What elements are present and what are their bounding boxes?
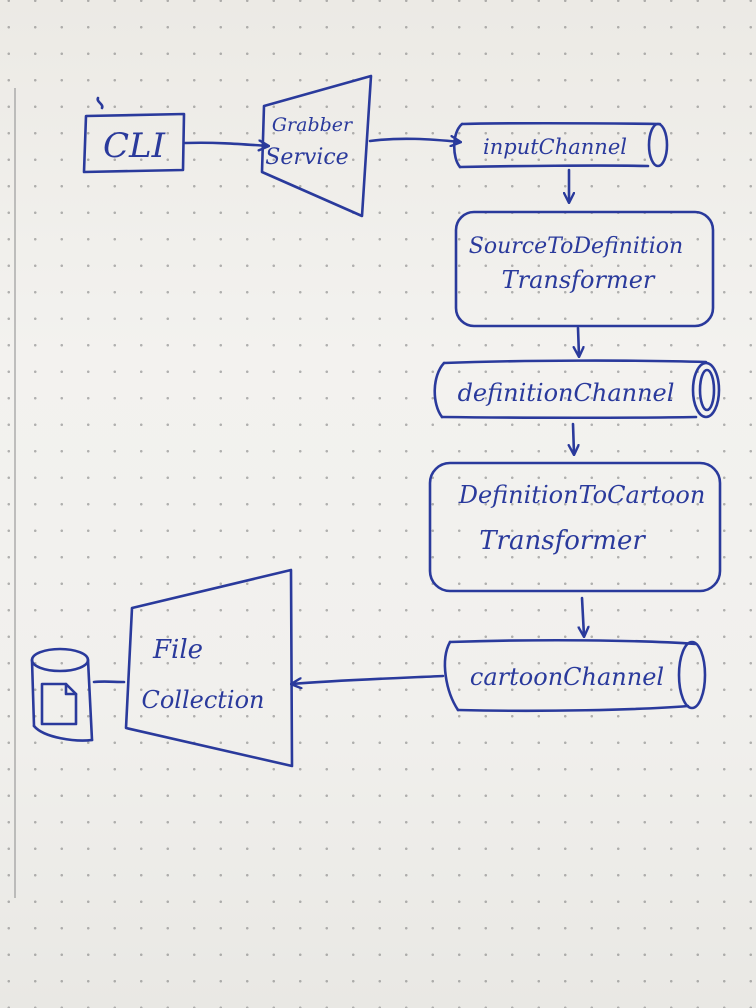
arrow-grabber-to-input-channel: [368, 139, 460, 142]
definition-channel-label: definitionChannel: [458, 379, 675, 407]
cli-label: CLI: [103, 126, 166, 166]
source-to-definition-transformer-node: SourceToDefinition Transformer: [454, 210, 715, 328]
definition-to-cartoon-transformer-node: DefinitionToCartoon Transformer: [428, 461, 722, 593]
definition-channel-node: definitionChannel: [433, 359, 721, 420]
file-collection-line1: File: [152, 635, 203, 665]
margin-line: [14, 88, 16, 898]
arrow-source-transformer-to-definition-channel: [578, 326, 579, 356]
input-channel-label: inputChannel: [483, 135, 627, 159]
file-collection-node: File Collection: [124, 568, 294, 768]
cartoon-channel-node: cartoonChannel: [443, 638, 707, 713]
file-collection-line2: Collection: [141, 686, 264, 714]
cli-node: CLI: [82, 96, 186, 174]
cartoon-channel-label: cartoonChannel: [470, 663, 664, 691]
grabber-service-line1: Grabber: [272, 114, 354, 136]
source-to-definition-line2: Transformer: [502, 266, 656, 294]
definition-to-cartoon-line1: DefinitionToCartoon: [458, 481, 706, 509]
arrow-cli-to-grabber: [183, 143, 268, 146]
grabber-service-line2: Service: [265, 145, 348, 170]
arrow-cartoon-transformer-to-cartoon-channel: [582, 596, 584, 636]
file-icon: [40, 682, 78, 726]
database-icon: [30, 647, 94, 742]
grabber-service-node: Grabber Service: [260, 74, 373, 218]
arrow-cartoon-channel-to-file-collection: [292, 674, 445, 684]
source-to-definition-line1: SourceToDefinition: [469, 234, 683, 259]
definition-to-cartoon-line2: Transformer: [479, 526, 646, 556]
arrow-definition-channel-to-cartoon-transformer: [573, 422, 574, 454]
input-channel-node: inputChannel: [452, 121, 669, 169]
